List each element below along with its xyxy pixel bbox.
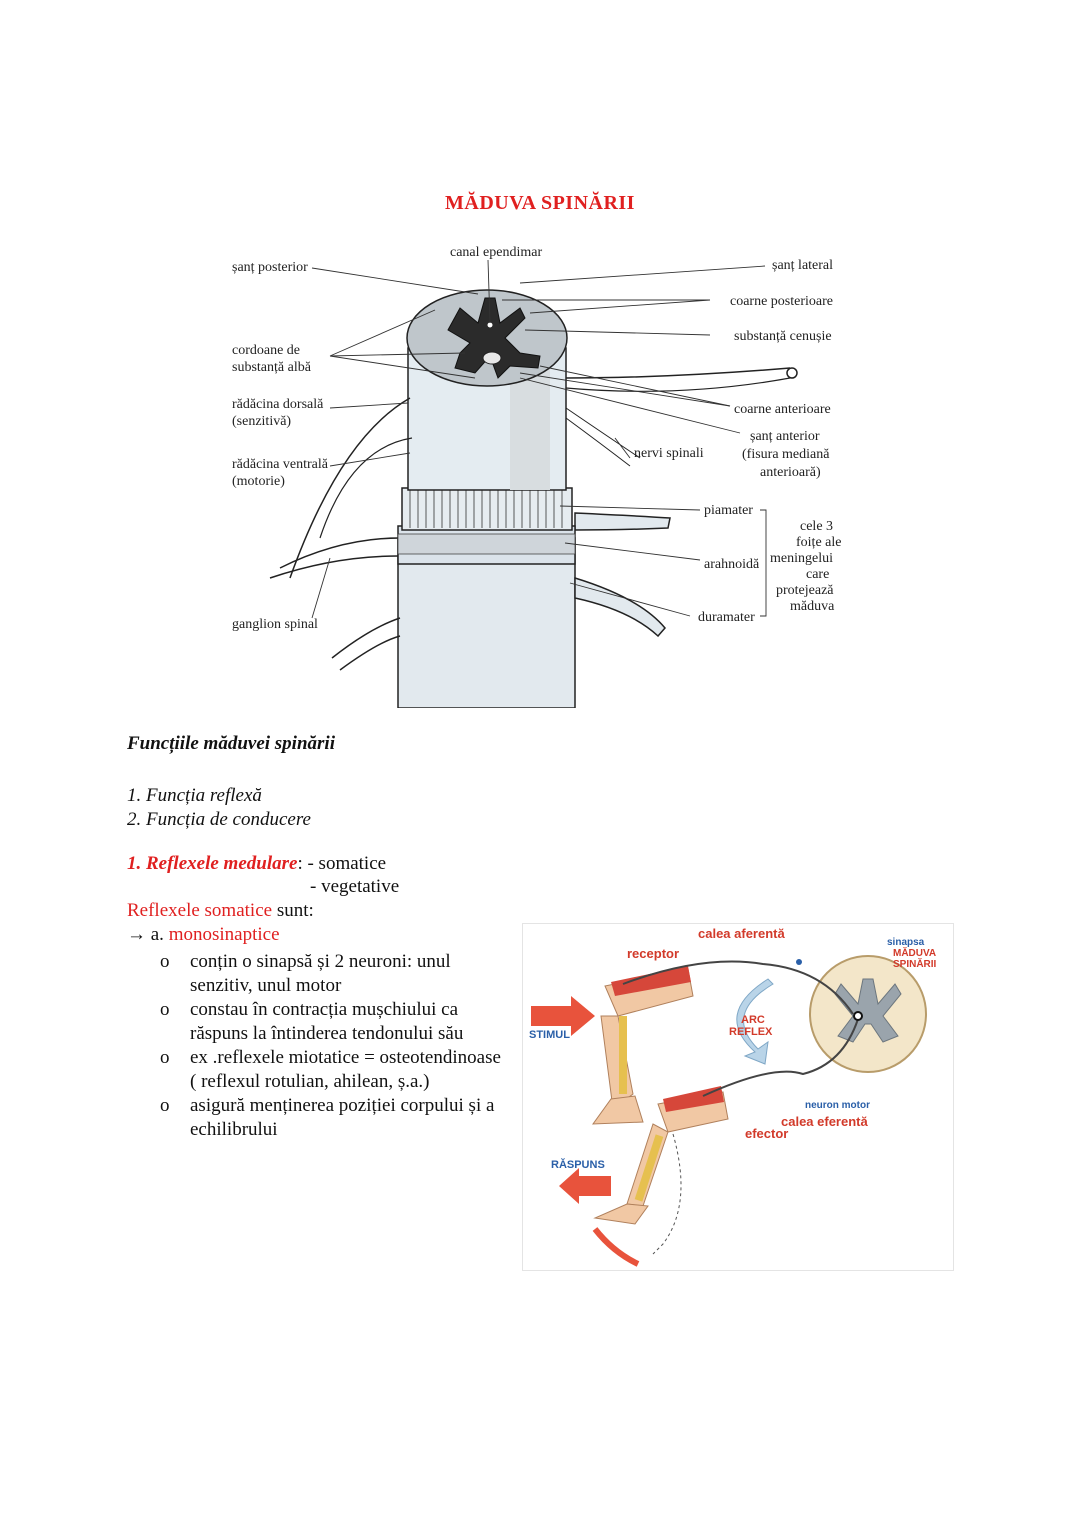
label-sant-anterior-2: (fisura mediană (742, 447, 830, 462)
bullet-text: asigură menținerea poziției corpului și … (190, 1095, 495, 1140)
function-item: 2. Funcția de conducere (127, 809, 311, 830)
reflexes-somatice: : - somatice (297, 853, 387, 874)
spinal-cord-diagram: șanț posterior canal ependimar șanț late… (232, 245, 841, 708)
label-sant-anterior-1: șanț anterior (750, 429, 820, 444)
label-maduva-2: SPINĂRII (893, 957, 937, 970)
label-nervi-spinali: nervi spinali (634, 446, 704, 461)
bullet-text: ex .reflexele miotatice = osteotendinoas… (190, 1047, 501, 1092)
label-coarne-anterioare: coarne anterioare (734, 402, 831, 417)
bullet-mark: o (160, 951, 170, 972)
label-receptor: receptor (627, 946, 679, 961)
bullet-mark: o (160, 1047, 170, 1068)
label-arc-2: REFLEX (729, 1026, 773, 1038)
label-arc-1: ARC (741, 1014, 765, 1026)
reflex-arc-diagram: calea aferentă receptor sinapsa MĂDUVA S… (522, 923, 954, 1271)
label-raspuns: RĂSPUNS (551, 1158, 605, 1171)
functions-heading: Funcțiile măduvei spinării (127, 733, 335, 754)
label-arahnoida: arahnoidă (704, 557, 760, 572)
list-item: o asigură menținerea poziției corpului și… (160, 1094, 505, 1142)
somatic-label: Reflexele somatice (127, 900, 273, 921)
label-radacina-dorsala-1: rădăcina dorsală (232, 397, 324, 412)
label-stimul: STIMUL (529, 1029, 570, 1041)
label-sant-posterior: șanț posterior (232, 260, 308, 275)
label-meninges-4: care (806, 567, 829, 582)
label-neuron-motor: neuron motor (805, 1100, 870, 1111)
label-coarne-posterioare: coarne posterioare (730, 294, 833, 309)
reflexes-line: 1. Reflexele medulare: - somatice (127, 852, 386, 876)
label-canal-ependimar: canal ependimar (450, 245, 542, 260)
label-piamater: piamater (704, 503, 753, 518)
label-meninges-3: meningelui (770, 551, 833, 566)
list-item: o conțin o sinapsă și 2 neuroni: unul sen… (160, 950, 505, 998)
label-cordoane-1: cordoane de (232, 343, 300, 358)
label-radacina-ventrala-2: (motorie) (232, 474, 285, 489)
label-cordoane-2: substanță albă (232, 360, 312, 375)
arrow-prefix: → a. (127, 924, 169, 945)
bullet-mark: o (160, 999, 170, 1020)
somatic-suffix: sunt: (272, 900, 314, 921)
label-maduva-1: MĂDUVA (893, 946, 936, 959)
label-efector: efector (745, 1126, 788, 1141)
bullet-mark: o (160, 1095, 170, 1116)
list-item: o ex .reflexele miotatice = osteotendinoa… (160, 1046, 505, 1094)
functions-list: 1. Funcția reflexă 2. Funcția de conduce… (127, 784, 311, 832)
mono-bullets: o conțin o sinapsă și 2 neuroni: unul sen… (160, 950, 505, 1142)
label-sant-lateral: șanț lateral (772, 258, 833, 273)
label-meninges-5: protejează (776, 583, 834, 598)
page-title: MĂDUVA SPINĂRII (445, 192, 635, 214)
monosinaptice-label: monosinaptice (168, 924, 280, 945)
label-sant-anterior-3: anterioară) (760, 465, 821, 480)
reflexes-title: 1. Reflexele medulare (127, 853, 298, 874)
label-substanta-cenusie: substanță cenușie (734, 329, 832, 344)
label-calea-aferenta: calea aferentă (698, 926, 785, 941)
label-meninges-6: măduva (790, 599, 835, 614)
function-item: 1. Funcția reflexă (127, 785, 262, 806)
label-ganglion-spinal: ganglion spinal (232, 617, 318, 632)
label-sinapsa: sinapsa (887, 937, 925, 948)
label-meninges-2: foițe ale (796, 535, 841, 550)
bullet-text: constau în contracția mușchiului ca răsp… (190, 999, 464, 1044)
label-radacina-dorsala-2: (senzitivă) (232, 414, 291, 429)
label-duramater: duramater (698, 610, 755, 625)
label-calea-eferenta: calea eferentă (781, 1114, 868, 1129)
bullet-text: conțin o sinapsă și 2 neuroni: unul senz… (190, 951, 451, 996)
reflexes-vegetative: - vegetative (310, 876, 400, 897)
list-item: o constau în contracția mușchiului ca răs… (160, 998, 505, 1046)
label-radacina-ventrala-1: rădăcina ventrală (232, 457, 329, 472)
mono-line: → a. monosinaptice (127, 924, 280, 946)
label-meninges-1: cele 3 (800, 519, 833, 534)
somatic-line: Reflexele somatice sunt: (127, 900, 314, 922)
